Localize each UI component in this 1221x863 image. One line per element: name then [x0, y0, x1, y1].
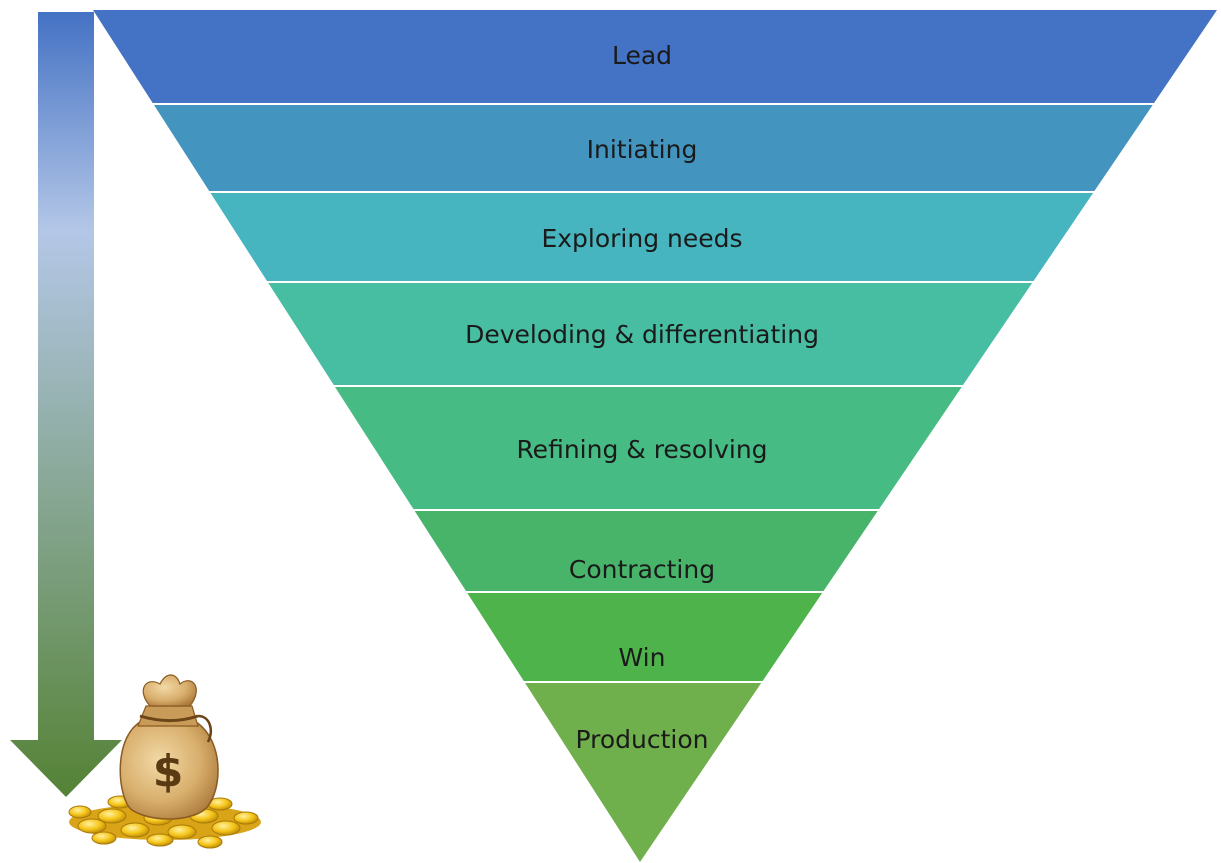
funnel-stage: Develoding & differentiating	[268, 283, 1033, 385]
funnel-stage-label: Production	[575, 725, 708, 754]
funnel-stage: Initiating	[154, 105, 1153, 191]
down-arrow-icon	[10, 12, 122, 797]
funnel-stage-label: Win	[619, 643, 666, 672]
progress-arrow	[10, 12, 122, 797]
funnel-stage-band	[335, 387, 962, 509]
funnel-stage-label: Develoding & differentiating	[465, 320, 819, 349]
funnel-stage: Win	[467, 593, 823, 681]
funnel-stage-band	[210, 193, 1094, 281]
funnel-stage-band	[525, 683, 762, 862]
funnel-stage-band	[93, 10, 1217, 103]
funnel-stage-band	[154, 105, 1153, 191]
money-bag: $	[119, 674, 219, 820]
funnel-stage: Lead	[93, 10, 1217, 103]
money-bag-icon: $	[68, 674, 261, 849]
funnel-stage-band	[414, 511, 878, 591]
funnel-stage-label: Lead	[612, 41, 672, 70]
funnel-stage: Contracting	[414, 511, 878, 591]
funnel-stage-band	[467, 593, 823, 681]
funnel-stage: Production	[525, 683, 762, 862]
funnel-stage: Refining & resolving	[335, 387, 962, 509]
funnel-stage-label: Refining & resolving	[516, 435, 767, 464]
funnel-stage-label: Contracting	[569, 555, 715, 584]
funnel-stage: Exploring needs	[210, 193, 1094, 281]
funnel-stage-band	[268, 283, 1033, 385]
funnel-stage-label: Initiating	[587, 135, 698, 164]
funnel-stage-label: Exploring needs	[541, 224, 742, 253]
dollar-sign: $	[153, 746, 184, 797]
